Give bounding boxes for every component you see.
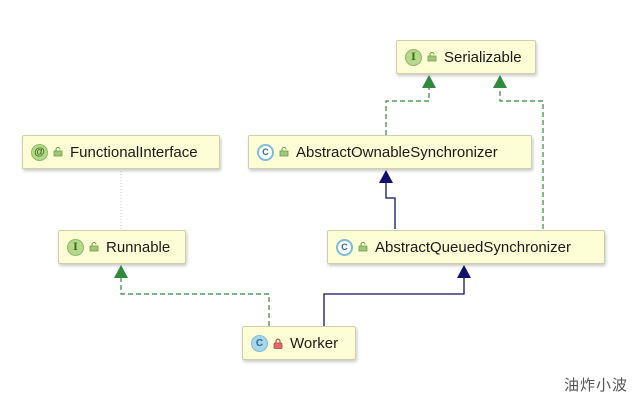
public-visibility-icon — [89, 242, 99, 252]
node-label: Serializable — [444, 48, 522, 66]
node-abstract-queued-synchronizer[interactable]: C AbstractQueuedSynchronizer — [327, 230, 605, 264]
node-label: AbstractQueuedSynchronizer — [375, 238, 571, 256]
annotation-icon: @ — [31, 143, 48, 161]
node-serializable[interactable]: I Serializable — [396, 40, 536, 74]
abstract-class-icon: C — [336, 238, 353, 256]
interface-icon: I — [405, 48, 422, 66]
arrowhead-runnable — [114, 265, 128, 278]
edge-aos-serializable — [385, 88, 430, 135]
edge-aqs-aos — [385, 183, 396, 229]
abstract-class-icon: C — [257, 143, 274, 161]
node-label: Runnable — [106, 238, 171, 256]
arrowhead-aqs — [457, 265, 471, 278]
node-runnable[interactable]: I Runnable — [58, 230, 186, 264]
class-icon: C — [251, 334, 268, 352]
node-label: AbstractOwnableSynchronizer — [296, 143, 498, 161]
arrowhead-serializable-right — [493, 75, 507, 88]
node-abstract-ownable-synchronizer[interactable]: C AbstractOwnableSynchronizer — [248, 135, 532, 169]
node-functional-interface[interactable]: @ FunctionalInterface — [22, 135, 220, 169]
edge-worker-runnable — [120, 278, 270, 326]
edge-worker-aqs — [323, 278, 465, 326]
node-worker[interactable]: C Worker — [242, 326, 356, 360]
arrowhead-aos — [379, 170, 393, 183]
public-visibility-icon — [53, 147, 63, 157]
public-visibility-icon — [358, 242, 368, 252]
public-visibility-icon — [427, 52, 437, 62]
interface-icon: I — [67, 238, 84, 256]
public-visibility-icon — [279, 147, 289, 157]
private-lock-icon — [273, 338, 283, 349]
watermark: 油炸小波 — [564, 376, 629, 394]
node-label: FunctionalInterface — [70, 143, 198, 161]
arrowhead-serializable-left — [422, 75, 436, 88]
node-label: Worker — [290, 334, 339, 352]
edge-aqs-serializable — [499, 88, 544, 229]
